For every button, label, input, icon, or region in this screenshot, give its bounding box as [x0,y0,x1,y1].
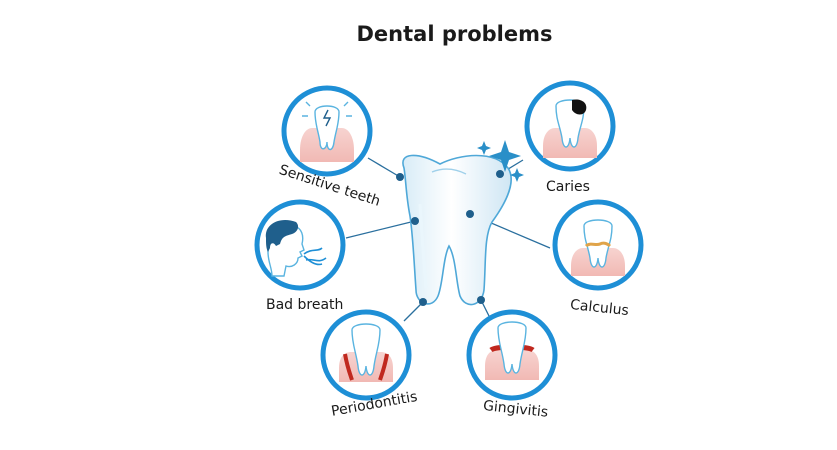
circle-caries [524,80,616,172]
label-caries: Caries [546,179,590,195]
circle-bad-breath [254,199,346,291]
sensitive-tooth-icon [300,101,354,162]
calculus-tooth-icon [571,219,625,276]
gingivitis-tooth-icon [485,321,539,380]
connector-dots [396,170,504,306]
bad-breath-head-icon [265,219,327,277]
connector-periodontitis [403,301,424,322]
circle-calculus [552,199,644,291]
periodontitis-tooth-icon [339,323,393,382]
diagram-title: Dental problems [356,22,553,46]
caries-tooth-icon [543,99,597,158]
central-tooth-icon [402,154,512,306]
circle-gingivitis [466,309,558,401]
circle-periodontitis [320,309,412,401]
connector-bad-breath [345,220,416,239]
circle-sensitive [281,85,373,177]
label-bad-breath: Bad breath [266,297,344,313]
sparkle-icon [477,140,524,182]
connector-sensitive [367,157,401,178]
